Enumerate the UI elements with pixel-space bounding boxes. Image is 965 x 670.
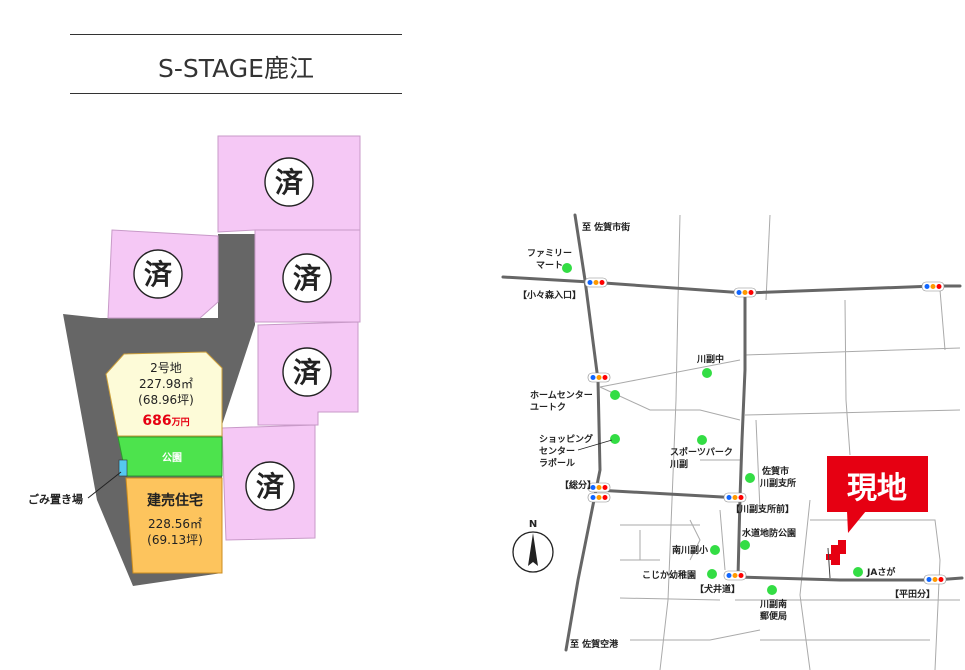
landmark-dot-home-center — [610, 390, 620, 400]
svg-text:済: 済 — [293, 262, 322, 295]
signal-kokomori — [584, 277, 608, 288]
north-label: N — [529, 519, 537, 530]
lot-2-price: 686万円 — [142, 413, 189, 429]
lot-2-name: 2号地 — [150, 361, 182, 375]
signal-shisho-mae — [723, 492, 747, 503]
landmark-branch-2: 川副支所 — [759, 477, 796, 489]
landmark-post-2: 郵便局 — [760, 610, 787, 622]
svg-text:済: 済 — [144, 258, 173, 291]
signal-north-mid — [733, 287, 757, 298]
intersection-ooidou: 【犬井道】 — [695, 583, 740, 595]
landmark-shopping-1: ショッピング — [539, 433, 593, 445]
landmark-post-1: 川副南 — [759, 598, 787, 610]
signal-markers — [584, 277, 947, 585]
landmarks: ファミリー マート 川副中 ホームセンター ユートク ショッピング センター ラ… — [527, 248, 896, 622]
current-location-label: 現地 — [847, 471, 907, 506]
area-map: 至 佐賀市街 至 佐賀空港 【小々森入口】 【総分】 【川副支所前】 【犬井道】… — [501, 213, 964, 670]
landmark-dot-minami-es — [710, 545, 720, 555]
landmark-shopping-2: センター — [539, 445, 575, 457]
site-plan: 済 済 済 済 済 2号地 227.98㎡ (68.96坪) 686万円 公園 … — [28, 135, 361, 586]
to-saga-airport-label: 至 佐賀空港 — [570, 638, 619, 650]
current-location-marker — [826, 540, 846, 579]
landmark-ja: JAさが — [866, 566, 896, 578]
garbage-spot — [118, 459, 128, 477]
current-location-banner: 現地 — [827, 456, 928, 533]
garbage-label: ごみ置き場 — [28, 492, 83, 506]
page-title: S-STAGE鹿江 — [158, 54, 314, 83]
minor-roads — [599, 214, 961, 670]
sold-mark-4: 済 — [282, 347, 332, 397]
svg-text:済: 済 — [275, 166, 304, 199]
landmark-dot-shopping — [610, 434, 620, 444]
signal-soubun-2 — [587, 492, 611, 503]
landmark-dot-sports-park — [697, 435, 707, 445]
landmark-dot-kojika-kg — [707, 569, 717, 579]
landmark-shopping-3: ラポール — [539, 457, 575, 469]
title-block: S-STAGE鹿江 — [70, 34, 402, 94]
intersection-hiratabun: 【平田分】 — [890, 588, 935, 600]
landmark-shopping-leader — [577, 439, 613, 451]
park-label: 公園 — [162, 452, 182, 464]
landmark-kojika-kg: こじか幼稚園 — [642, 569, 696, 581]
signal-soubun — [587, 482, 611, 493]
title-rule-bottom — [70, 93, 402, 94]
lot-2-area-tsubo: (68.96坪) — [138, 393, 194, 407]
signal-west-mid — [587, 372, 611, 383]
signal-ooidou — [723, 570, 747, 581]
landmark-sports-park-1: スポーツパーク — [670, 446, 733, 458]
sold-mark-1: 済 — [264, 157, 314, 207]
built-house-lot — [125, 477, 223, 574]
to-saga-city-label: 至 佐賀市街 — [582, 221, 630, 233]
landmark-home-center-2: ユートク — [530, 402, 566, 413]
title-rule-top — [70, 34, 402, 35]
landmark-sports-park-2: 川副 — [669, 458, 688, 470]
svg-text:済: 済 — [293, 356, 322, 389]
intersection-kokomori: 【小々森入口】 — [518, 289, 581, 301]
lot-2 — [105, 351, 223, 437]
landmark-branch-1: 佐賀市 — [761, 465, 789, 477]
signal-hiratabun — [923, 574, 947, 585]
landmark-kawasoe-jhs: 川副中 — [696, 353, 724, 365]
sold-mark-5: 済 — [245, 461, 295, 511]
built-house-name: 建売住宅 — [147, 492, 203, 509]
north-compass: N — [512, 519, 554, 573]
signal-north-east — [921, 281, 945, 292]
landmark-dot-post-office — [767, 585, 777, 595]
landmark-dot-kawasoe-jhs — [702, 368, 712, 378]
garbage-leader — [87, 471, 122, 499]
landmark-home-center-1: ホームセンター — [530, 389, 593, 401]
intersection-shisho-mae: 【川副支所前】 — [731, 503, 794, 515]
sold-mark-2: 済 — [133, 249, 183, 299]
landmark-dot-family-mart — [562, 263, 572, 273]
landmark-family-mart-2: マート — [536, 260, 563, 271]
lot-2-area-sqm: 227.98㎡ — [139, 377, 193, 391]
landmark-dot-branch — [745, 473, 755, 483]
landmark-dot-mizuho-park — [740, 540, 750, 550]
landmark-family-mart-1: ファミリー — [527, 248, 572, 259]
landmark-minami-es: 南川副小 — [672, 544, 708, 556]
svg-text:済: 済 — [256, 470, 285, 503]
intersection-soubun: 【総分】 — [560, 479, 596, 491]
landmark-mizuho-park: 水道地防公園 — [742, 527, 796, 539]
built-house-area-sqm: 228.56㎡ — [148, 517, 202, 531]
built-house-area-tsubo: (69.13坪) — [147, 533, 203, 547]
sold-mark-3: 済 — [282, 253, 332, 303]
landmark-dot-ja — [853, 567, 863, 577]
